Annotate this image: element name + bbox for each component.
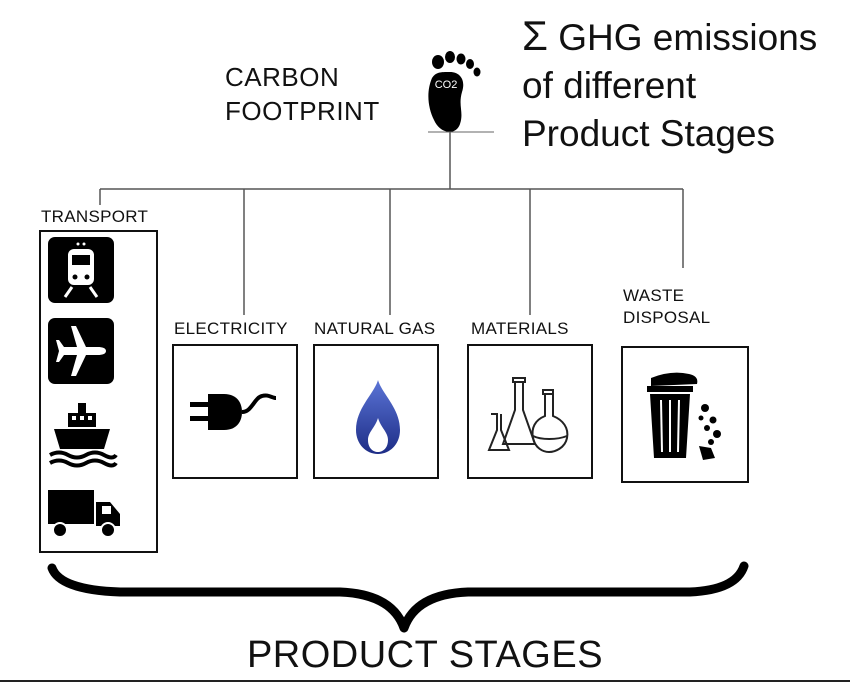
ghg-line-1-text: GHG emissions [558, 17, 818, 58]
natural-gas-label: NATURAL GAS [314, 319, 436, 338]
waste-disposal-label: WASTE DISPOSAL [623, 285, 710, 329]
airplane-icon [48, 318, 114, 384]
product-stages-brace [47, 561, 749, 633]
product-stages-label: PRODUCT STAGES [246, 634, 604, 676]
transport-label: TRANSPORT [41, 207, 149, 226]
carbon-line-2: FOOTPRINT [225, 96, 380, 126]
ship-icon [46, 397, 118, 469]
plug-icon [190, 393, 277, 430]
truck-icon [46, 484, 122, 540]
gas-flame-icon [356, 380, 400, 454]
sigma-symbol: Σ [522, 12, 548, 59]
waste-label-line-1: WASTE [623, 286, 685, 305]
co2-label: CO2 [435, 79, 458, 91]
materials-label: MATERIALS [471, 319, 569, 338]
ghg-line-3: Product Stages [522, 113, 775, 154]
lab-flasks-icon [487, 377, 569, 454]
electricity-box [172, 344, 298, 479]
ghg-emissions-title: Σ GHG emissions of different Product Sta… [522, 12, 817, 158]
waste-disposal-box [621, 346, 749, 483]
ghg-line-1: Σ GHG emissions [522, 12, 817, 62]
waste-label-line-2: DISPOSAL [623, 308, 711, 327]
transport-box [39, 230, 158, 553]
carbon-footprint-label: CARBON FOOTPRINT [225, 60, 380, 128]
train-icon [48, 237, 114, 303]
ghg-line-2: of different [522, 65, 697, 106]
footprint-icon: CO2 [428, 51, 494, 133]
bottom-rule [0, 680, 850, 682]
natural-gas-box [313, 344, 439, 479]
trash-can-icon [647, 372, 721, 460]
materials-box [467, 344, 593, 479]
carbon-line-1: CARBON [225, 62, 340, 92]
electricity-label: ELECTRICITY [174, 319, 288, 338]
